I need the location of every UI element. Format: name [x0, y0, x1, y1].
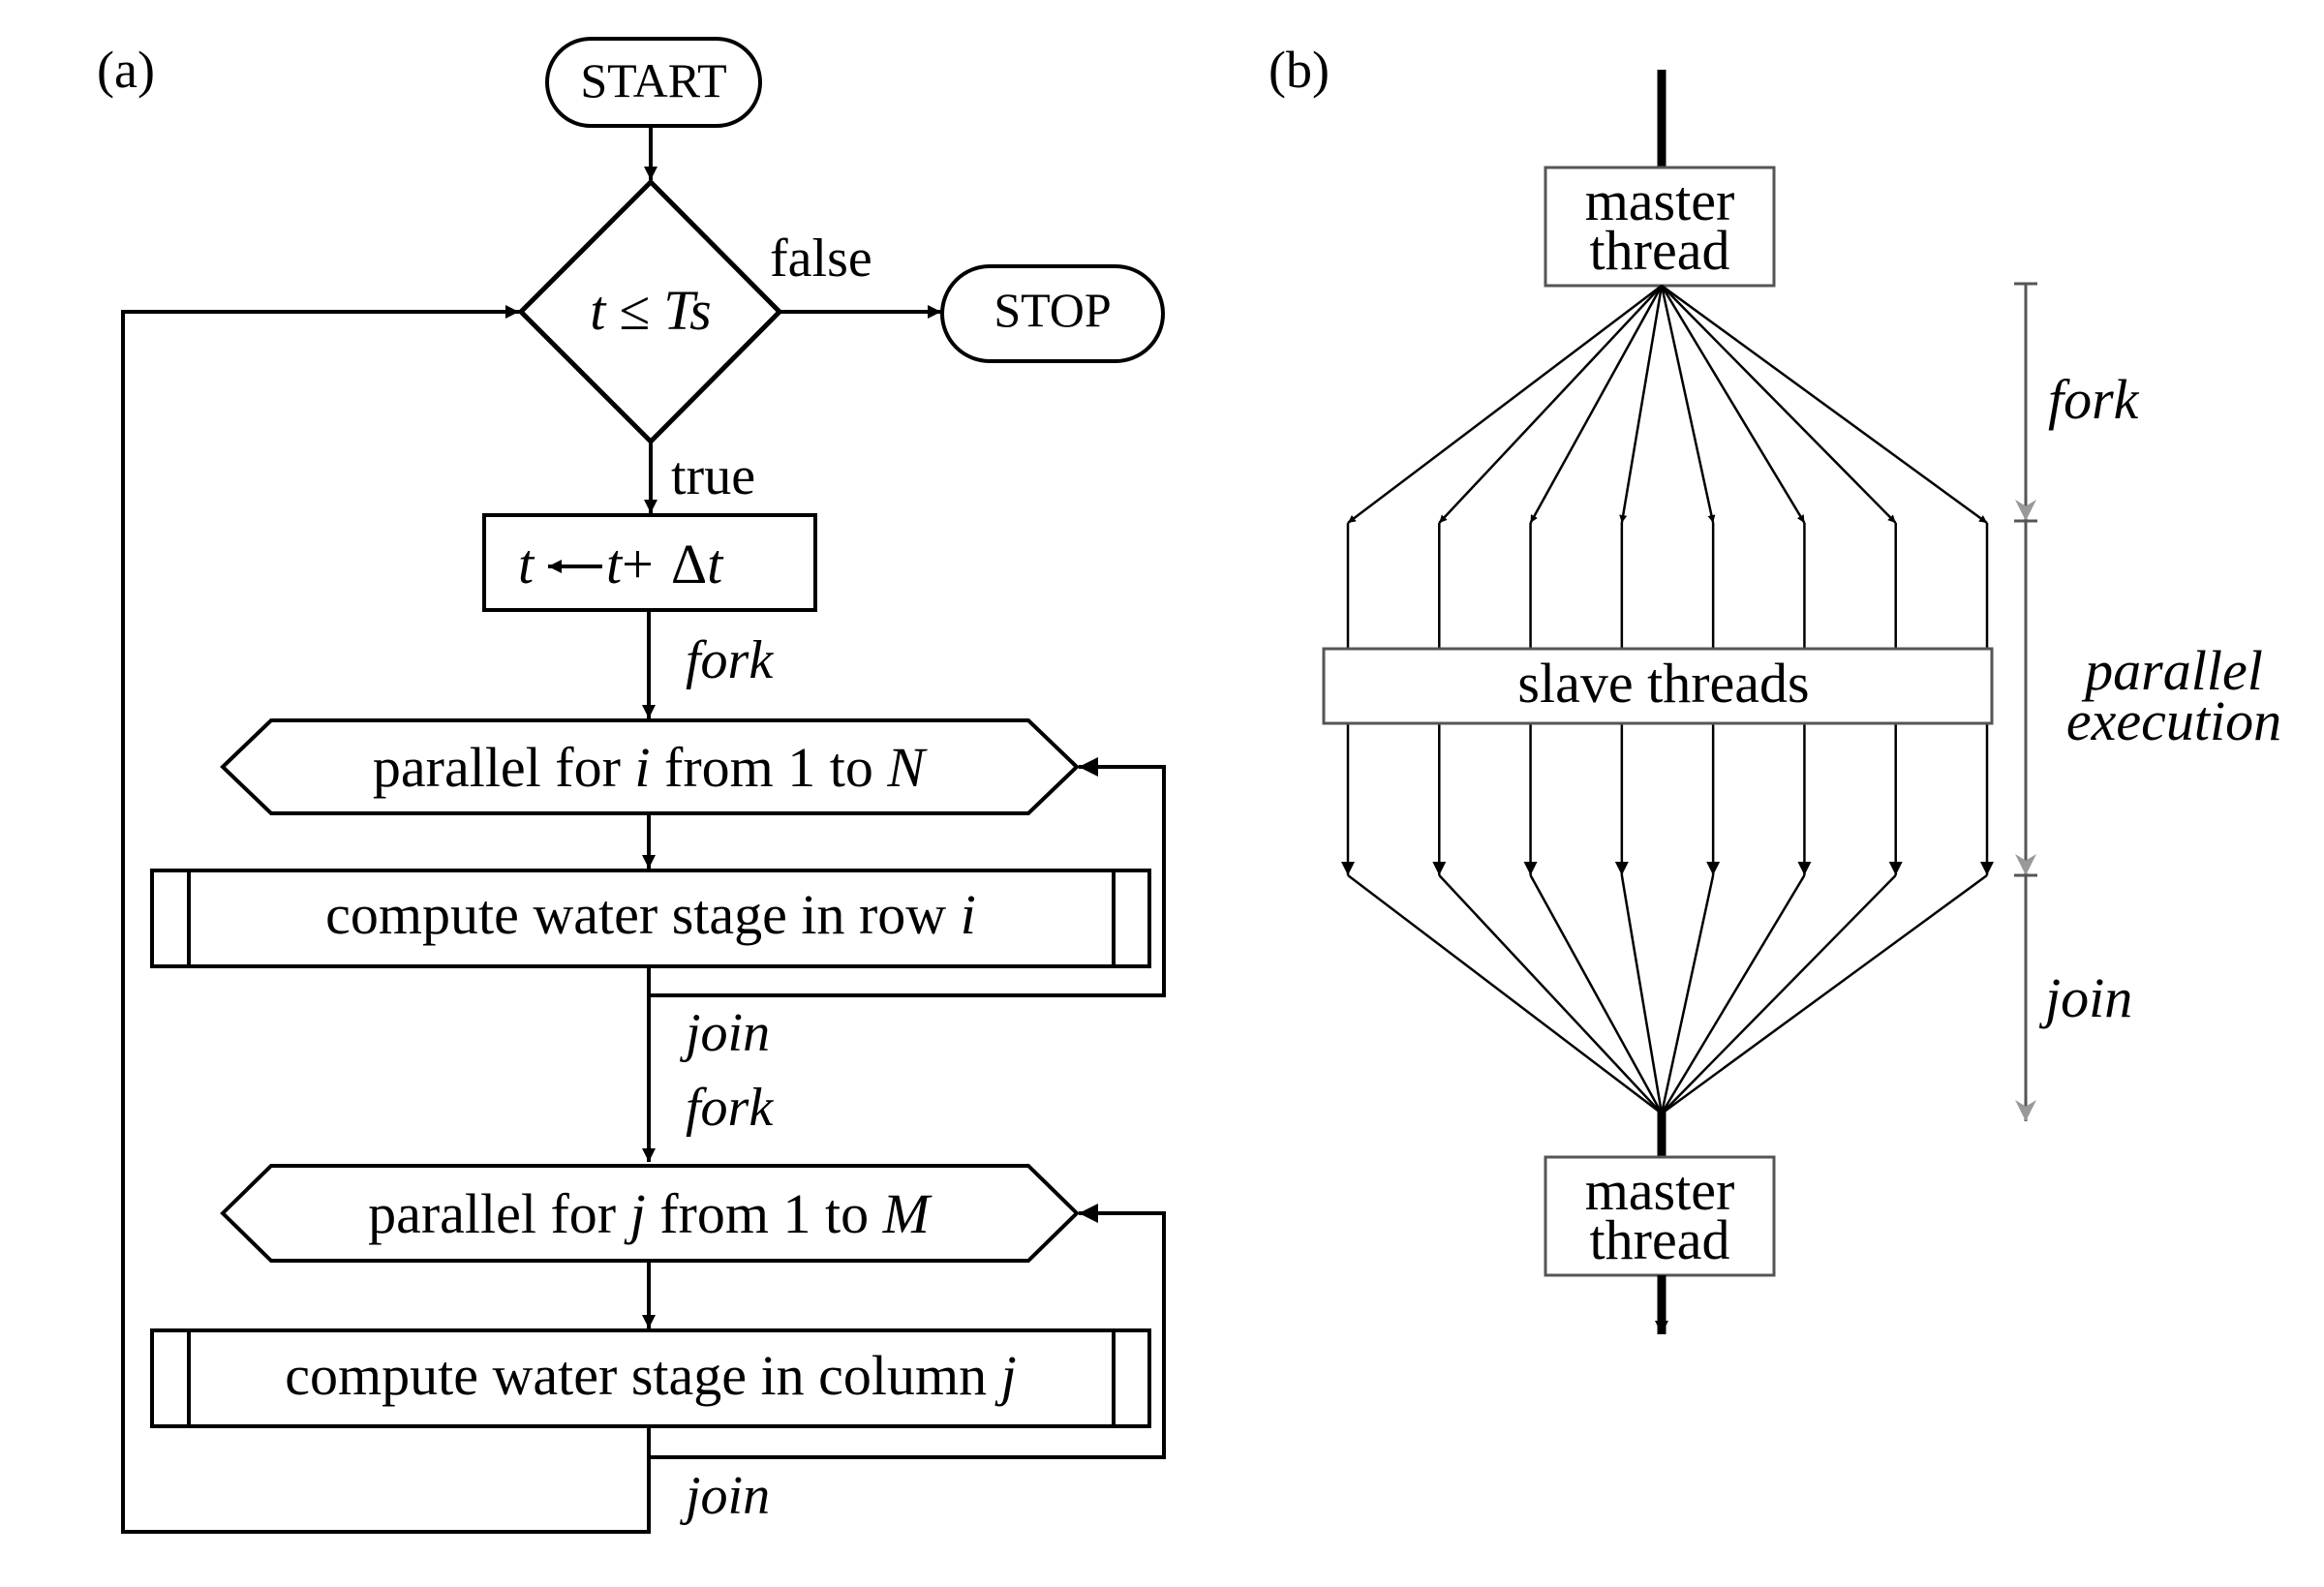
- loop-j-label: parallel for j from 1 to M: [368, 1182, 933, 1245]
- loop-j-shape: [220, 1164, 1080, 1263]
- join-line-2: [1438, 874, 1663, 1114]
- phase-timeline: [2014, 282, 2037, 1121]
- join-line-5: [1660, 874, 1715, 1114]
- join-label-1: join: [680, 1003, 770, 1063]
- fork-line-8: [1661, 284, 1988, 525]
- edge-row-loopback: [647, 757, 1166, 997]
- stop-terminator: STOP: [940, 264, 1165, 363]
- join-line-4: [1620, 874, 1664, 1114]
- fork-label-2: fork: [686, 1078, 774, 1138]
- panel-b-label: (b): [1269, 41, 1330, 99]
- join-line-8: [1661, 873, 1988, 1115]
- compute-row-var: i: [961, 883, 976, 946]
- master-top-line1: master: [1585, 169, 1735, 232]
- join-line-1: [1347, 874, 1663, 1114]
- fork-label-1: fork: [686, 630, 774, 690]
- loop-i-label: parallel for i from 1 to N: [373, 736, 929, 799]
- loop-i-node: parallel for i from 1 to N: [220, 718, 1080, 815]
- master-bottom-line1: master: [1585, 1159, 1735, 1222]
- start-terminator: START: [545, 37, 762, 128]
- phase-execution-label: execution: [2066, 689, 2281, 752]
- edge-outer-loopback: [121, 305, 651, 1534]
- fork-line-6: [1660, 285, 1806, 524]
- slave-box: [1322, 647, 1994, 725]
- compute-row-box: compute water stage in row i: [150, 869, 1151, 968]
- panel-b: (b) master thread slave threads master t…: [1269, 41, 2281, 1334]
- fork-line-4: [1619, 285, 1664, 524]
- decision-le: ≤: [619, 279, 650, 342]
- join-label-2: join: [680, 1466, 770, 1526]
- compute-col-shape: [150, 1328, 1151, 1428]
- loop-j-bound: M: [882, 1182, 933, 1245]
- update-t-left: t: [518, 533, 535, 595]
- join-line-3: [1529, 874, 1664, 1114]
- edge-col-loopback: [647, 1204, 1166, 1459]
- compute-col-prefix: compute water stage in column: [285, 1344, 1000, 1407]
- fork-line-7: [1661, 285, 1897, 524]
- loop-i-shape: [220, 718, 1080, 815]
- master-thread-top: master thread: [1544, 166, 1776, 288]
- decision-label: t≤Ts: [590, 279, 711, 342]
- loop-j-middle: from 1 to: [646, 1182, 883, 1245]
- stop-label: STOP: [994, 283, 1111, 337]
- compute-col-label: compute water stage in column j: [285, 1344, 1016, 1407]
- start-label: START: [580, 53, 726, 107]
- loop-i-prefix: parallel for: [373, 736, 635, 799]
- loop-j-node: parallel for j from 1 to M: [220, 1164, 1080, 1263]
- join-line-7: [1661, 874, 1897, 1114]
- update-expression: t+Δt: [606, 533, 724, 595]
- update-box: t t+Δt: [482, 513, 817, 612]
- master-bottom-box: [1544, 1155, 1776, 1277]
- decision-node: t≤Ts: [517, 178, 783, 445]
- fork-line-5: [1660, 285, 1716, 524]
- slave-threads-bar: slave threads: [1322, 647, 1994, 725]
- panel-a-label: (a): [97, 41, 155, 99]
- fork-line-1: [1347, 285, 1663, 524]
- true-label: true: [671, 446, 755, 506]
- loop-j-prefix: parallel for: [368, 1182, 630, 1245]
- master-bottom-line2: thread: [1590, 1208, 1730, 1271]
- loop-i-bound: N: [886, 736, 928, 799]
- decision-var-t: t: [590, 279, 607, 342]
- update-t-mid: t: [606, 533, 624, 595]
- compute-row-prefix: compute water stage in row: [325, 883, 961, 946]
- slave-label: slave threads: [1517, 652, 1809, 715]
- compute-row-label: compute water stage in row i: [325, 883, 976, 946]
- fork-line-2: [1438, 285, 1663, 524]
- join-line-6: [1660, 874, 1806, 1114]
- phase-parallel-label: parallel: [2081, 639, 2263, 702]
- phase-join-label: join: [2038, 966, 2132, 1029]
- phase-fork-label: fork: [2048, 368, 2140, 431]
- start-shape: [545, 37, 762, 128]
- false-label: false: [770, 229, 872, 289]
- compute-col-box: compute water stage in column j: [150, 1328, 1151, 1428]
- panel-a: (a) START t≤Ts false STOP true t t+Δt: [97, 37, 1166, 1534]
- update-t-right: t: [707, 533, 724, 595]
- master-thread-bottom: master thread: [1544, 1155, 1776, 1277]
- update-plus: +: [622, 533, 654, 595]
- update-shape: [482, 513, 817, 612]
- update-delta: Δ: [671, 533, 707, 595]
- decision-shape: [517, 178, 783, 445]
- loop-i-middle: from 1 to: [651, 736, 888, 799]
- decision-ts: Ts: [663, 279, 712, 342]
- stop-shape: [940, 264, 1165, 363]
- master-top-line2: thread: [1590, 219, 1730, 282]
- loop-i-var: i: [634, 736, 650, 799]
- compute-row-shape: [150, 869, 1151, 968]
- fork-line-3: [1529, 285, 1664, 524]
